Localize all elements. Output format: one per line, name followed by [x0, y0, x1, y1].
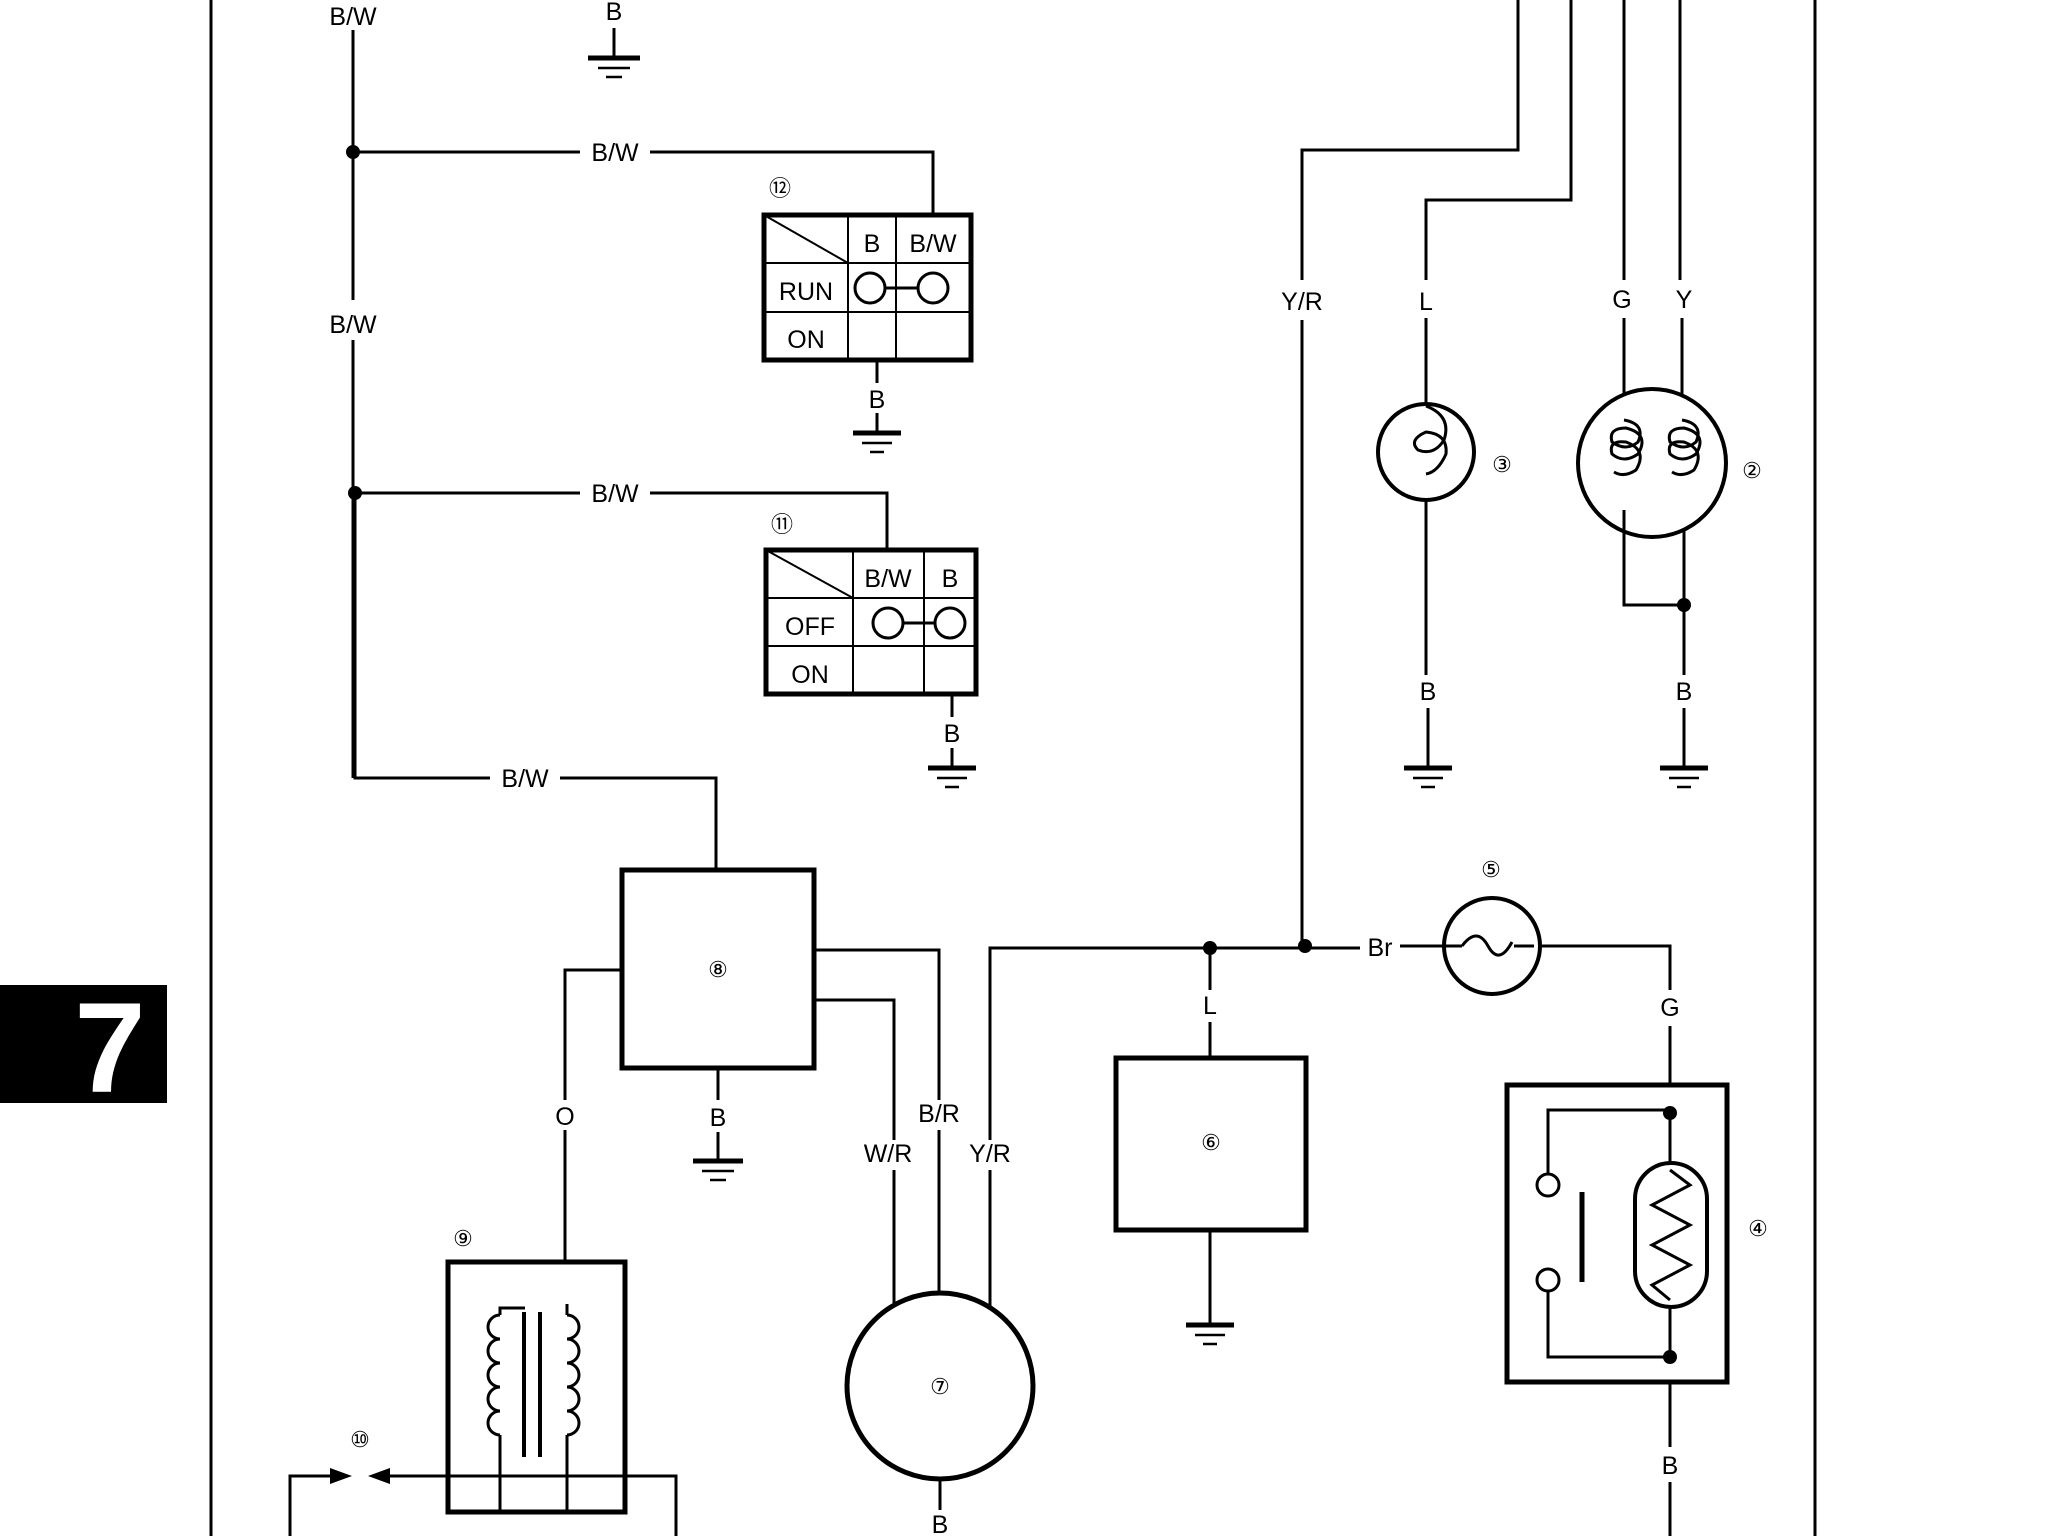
svg-text:ON: ON — [787, 326, 825, 354]
svg-text:Br: Br — [1368, 934, 1393, 962]
svg-text:B: B — [864, 230, 881, 258]
wire-yr-vertical: Y/R — [1203, 0, 1520, 955]
svg-text:B: B — [1420, 678, 1437, 706]
spark-plug-10: ⑩ — [288, 1427, 678, 1536]
ignition-coil-9: ⑨ — [445, 1226, 628, 1515]
unit-8-box: ⑧ B — [619, 867, 817, 1182]
wire-bw-upper-branch: B/W — [353, 139, 935, 215]
lamp-2: G Y B ② — [1576, 0, 1762, 789]
wire-wr: W/R — [814, 998, 913, 1310]
lamp-3: L B ③ — [1376, 0, 1573, 789]
svg-text:RUN: RUN — [779, 278, 833, 306]
svg-text:⑦: ⑦ — [930, 1374, 950, 1399]
svg-text:⑤: ⑤ — [1481, 857, 1501, 882]
svg-text:④: ④ — [1748, 1216, 1768, 1241]
svg-text:③: ③ — [1492, 452, 1512, 477]
wire-br: B/R — [814, 948, 960, 1300]
switch-11-table: ⑪ B/W B OFF ON B — [763, 512, 979, 789]
svg-text:⑧: ⑧ — [708, 957, 728, 982]
svg-text:B: B — [606, 0, 623, 26]
svg-text:O: O — [555, 1103, 574, 1131]
svg-text:G: G — [1612, 286, 1631, 314]
svg-text:B: B — [869, 386, 886, 414]
wire-bw-low-branch: B/W — [353, 493, 718, 870]
svg-text:⑥: ⑥ — [1201, 1130, 1221, 1155]
svg-text:L: L — [1203, 992, 1217, 1020]
unit-6-box: L ⑥ — [1113, 948, 1309, 1346]
wire-label-bw-top: B/W — [329, 3, 377, 31]
wire-label-bw-vertical: B/W — [329, 311, 377, 339]
wire-yr-gen: Y/R — [969, 946, 1212, 1310]
component-number-12: ⑫ — [769, 176, 791, 201]
svg-text:B/W: B/W — [909, 230, 957, 258]
wire-bw-mid-branch: B/W — [355, 480, 889, 550]
svg-text:Y/R: Y/R — [1281, 288, 1323, 316]
svg-text:⑩: ⑩ — [350, 1427, 370, 1452]
svg-text:B/W: B/W — [864, 565, 912, 593]
svg-text:L: L — [1419, 288, 1433, 316]
svg-text:7: 7 — [74, 977, 145, 1120]
generator-7: ⑦ B — [844, 1290, 1036, 1536]
ground-symbol-top: B — [588, 0, 640, 79]
svg-text:B: B — [1662, 1452, 1679, 1480]
svg-text:W/R: W/R — [864, 1140, 913, 1168]
svg-text:B/W: B/W — [501, 765, 549, 793]
svg-text:B: B — [710, 1104, 727, 1132]
svg-text:G: G — [1660, 994, 1679, 1022]
svg-text:⑨: ⑨ — [453, 1226, 473, 1251]
svg-text:B/W: B/W — [591, 480, 639, 508]
svg-text:Y/R: Y/R — [969, 1140, 1011, 1168]
svg-text:B: B — [942, 565, 959, 593]
svg-text:ON: ON — [791, 661, 829, 689]
svg-text:OFF: OFF — [785, 613, 835, 641]
svg-text:B/R: B/R — [918, 1100, 960, 1128]
chapter-tab: 7 — [0, 977, 167, 1120]
component-number-11: ⑪ — [771, 512, 793, 537]
wire-br-lamp5: Br ⑤ G — [1368, 857, 1680, 1110]
svg-text:②: ② — [1742, 458, 1762, 483]
svg-text:Y: Y — [1676, 286, 1693, 314]
unit-4-box: ④ B — [1504, 1082, 1768, 1536]
svg-text:B/W: B/W — [591, 139, 639, 167]
svg-text:B: B — [932, 1511, 949, 1536]
switch-12-table: ⑫ B B/W RUN ON B — [761, 176, 974, 454]
svg-text:B: B — [944, 720, 961, 748]
svg-text:B: B — [1676, 678, 1693, 706]
